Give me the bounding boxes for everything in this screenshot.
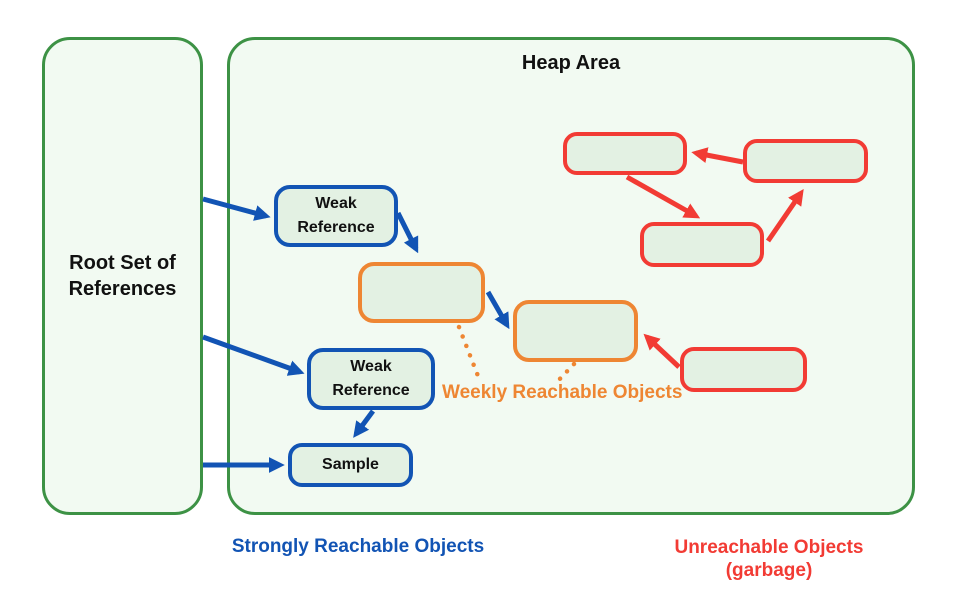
strongly-reachable-label: Strongly Reachable Objects [231, 536, 485, 557]
node-weak-reference-1: Weak Reference [274, 185, 398, 247]
heap-area-title: Heap Area [521, 52, 621, 74]
node-unreachable-2 [743, 139, 868, 183]
unreachable-objects-label: Unreachable Objects (garbage) [619, 536, 919, 582]
node-weakly-reachable-2 [513, 300, 638, 362]
weakly-reachable-label: Weekly Reachable Objects [442, 382, 683, 403]
root-set-label: Root Set of References [68, 252, 177, 300]
node-unreachable-4 [680, 347, 807, 392]
root-set-box [42, 37, 203, 515]
node-weakly-reachable-1 [358, 262, 485, 323]
node-unreachable-1 [563, 132, 687, 175]
node-unreachable-3 [640, 222, 764, 267]
node-sample: Sample [288, 443, 413, 487]
unreachable-objects-line2: (garbage) [725, 560, 813, 581]
node-weak-reference-2: Weak Reference [307, 348, 435, 410]
heap-area-box [227, 37, 915, 515]
unreachable-objects-line1: Unreachable Objects [674, 537, 864, 558]
